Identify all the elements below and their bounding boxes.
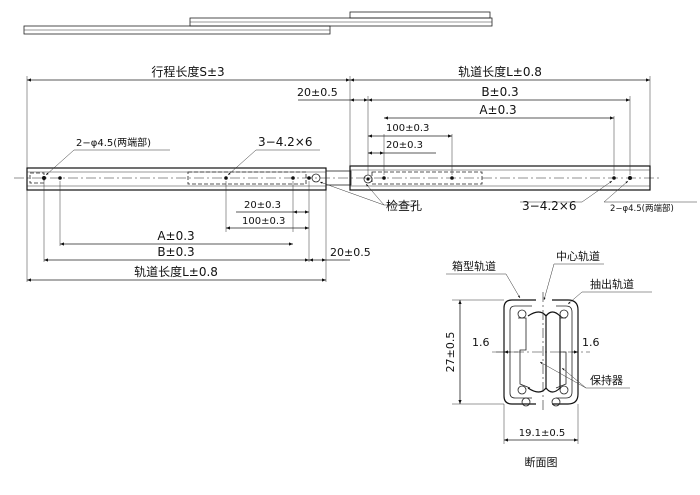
retainer-label: 保持器 [590, 373, 623, 387]
cross-section-view: 1.6 1.6 27±0.5 19.1±0.5 箱型轨道 中心轨道 抽出轨道 保… [444, 249, 652, 469]
a-bottom-label: A±0.3 [157, 229, 194, 243]
b-bottom-label: B±0.3 [157, 245, 194, 259]
hole-dia-right-label: 2−φ4.5(两端部) [610, 203, 674, 214]
dim-20-top-label: 20±0.3 [386, 140, 423, 151]
top-dimensions: 行程长度S±3 轨道长度L±0.8 20±0.5 B±0.3 A±0.3 100… [26, 64, 651, 175]
hole-dia-left-label: 2−φ4.5(两端部) [76, 136, 151, 149]
holes-left-label: 3−4.2×6 [258, 135, 312, 149]
width-label: 19.1±0.5 [519, 428, 566, 439]
stroke-length-label: 行程长度S±3 [151, 64, 224, 79]
center-rail-label: 中心轨道 [556, 249, 600, 263]
drawer-rail-label: 抽出轨道 [590, 277, 634, 291]
dim-20-mid-label: 20±0.3 [244, 200, 281, 211]
dim-1-6-left-label: 1.6 [472, 336, 490, 349]
box-rail-label: 箱型轨道 [452, 259, 496, 273]
dim-100-top-label: 100±0.3 [386, 123, 429, 134]
rail-plan-view [14, 165, 662, 191]
dim-100-mid-label: 100±0.3 [242, 216, 285, 227]
rail-length-bottom-label: 轨道长度L±0.8 [134, 264, 218, 279]
holes-right-label: 3−4.2×6 [522, 199, 576, 213]
bottom-dimensions: 20±0.3 100±0.3 A±0.3 B±0.3 20±0.5 轨道长度L±… [26, 181, 371, 282]
inspection-hole-label: 检查孔 [386, 198, 422, 213]
b-top-label: B±0.3 [481, 85, 518, 99]
dim-20-right-label: 20±0.5 [330, 246, 371, 259]
dim-27-label: 27±0.5 [444, 332, 457, 373]
section-title: 断面图 [525, 455, 558, 469]
dim-1-6-right-label: 1.6 [582, 336, 600, 349]
extended-slide-view [23, 11, 493, 35]
leader-callouts: 2−φ4.5(两端部) 3−4.2×6 检查孔 3−4.2×6 2−φ4.5(两… [45, 135, 697, 214]
dim-20-left-label: 20±0.5 [297, 86, 338, 99]
a-top-label: A±0.3 [479, 103, 516, 117]
rail-length-top-label: 轨道长度L±0.8 [458, 64, 542, 79]
